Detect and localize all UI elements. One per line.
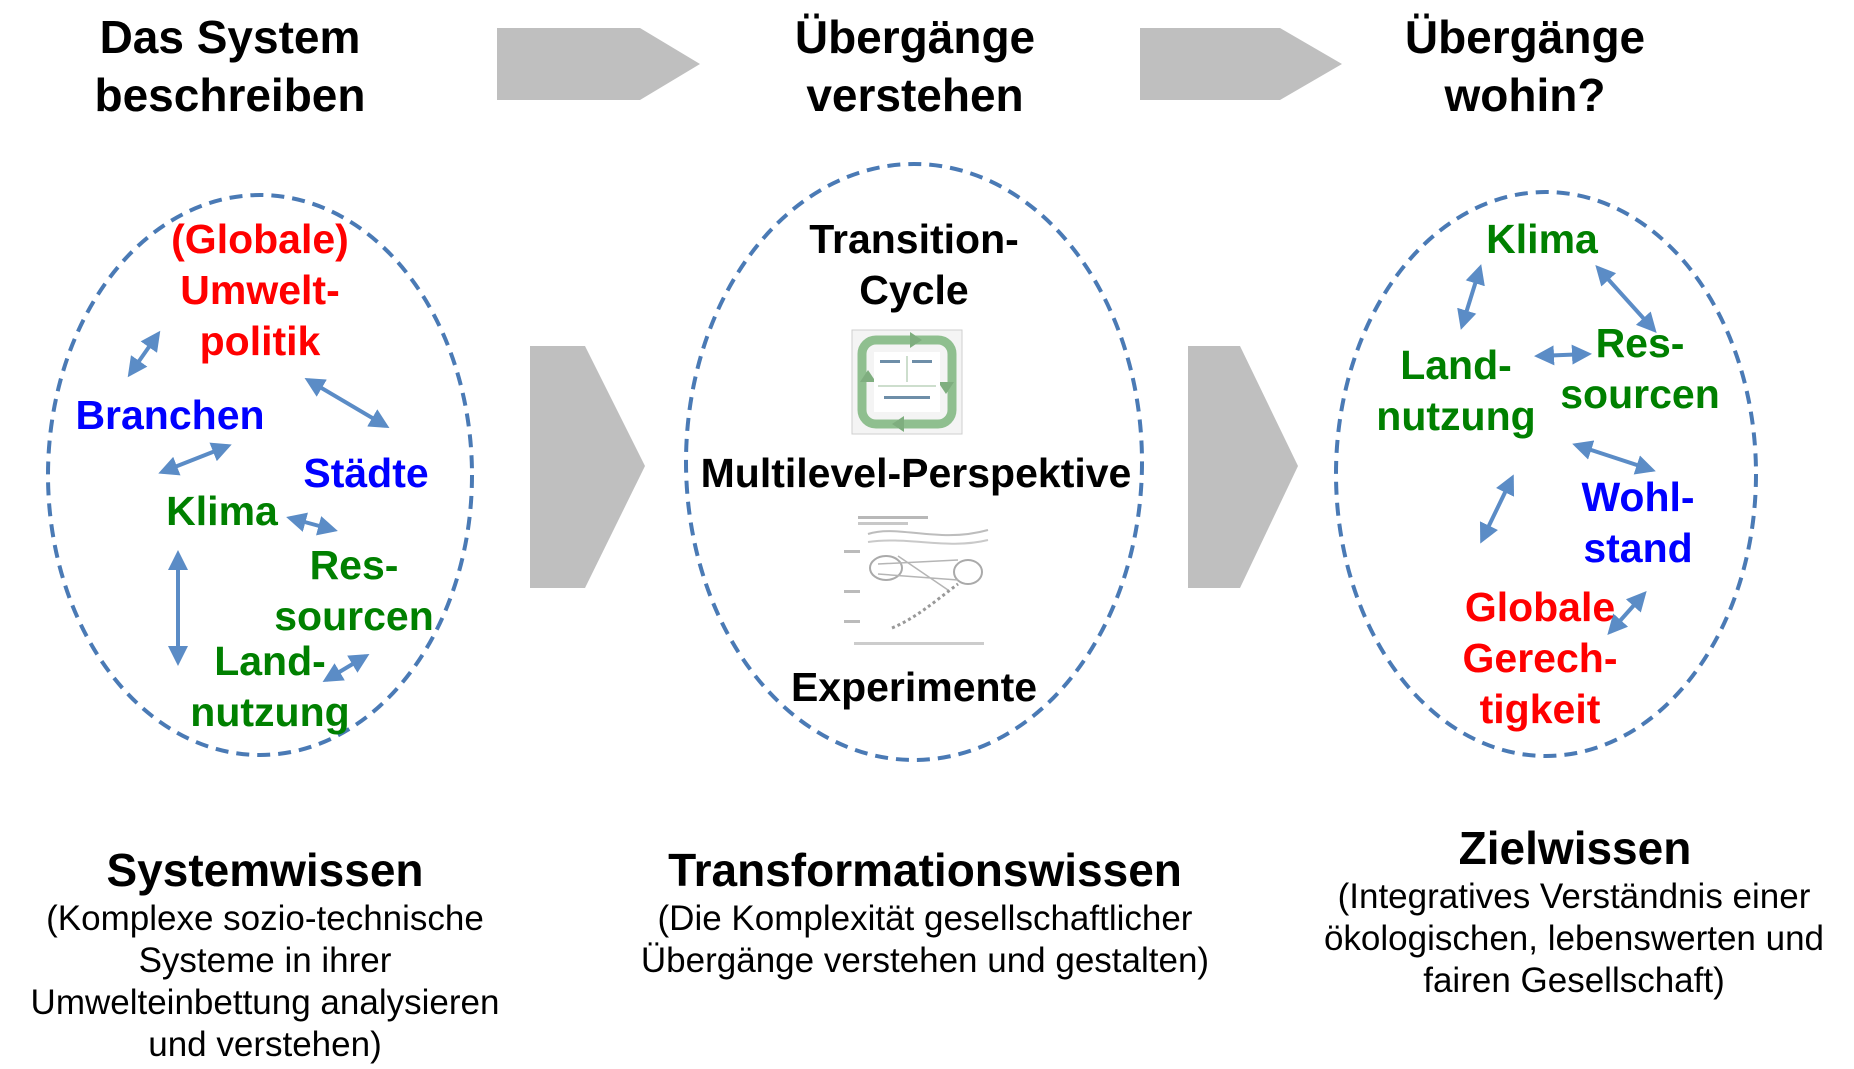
double-arrow <box>1534 344 1592 366</box>
double-arrow <box>1595 265 1657 333</box>
header-system-beschreiben: Das System beschreiben <box>94 11 366 121</box>
top-arrow-1 <box>497 28 700 100</box>
node-globale-umweltpolitik: (Globale) Umwelt- politik <box>171 216 349 364</box>
double-arrow <box>1572 440 1656 475</box>
double-arrow <box>322 653 370 683</box>
header-uebergaenge-verstehen: Übergänge verstehen <box>794 11 1036 121</box>
node-globale-gerechtigkeit: Globale Gerech- tigkeit <box>1462 584 1618 732</box>
footer-text-systemwissen: (Komplexe sozio-technische Systeme in ih… <box>30 899 500 1064</box>
double-arrow <box>1607 591 1647 635</box>
node-landnutzung: Land- nutzung <box>190 638 350 735</box>
item-multilevel-perspektive: Multilevel-Perspektive <box>700 450 1132 496</box>
ellipse-transformationswissen <box>684 162 1144 762</box>
footer-text-zielwissen: (Integratives Verständnis einer ökologis… <box>1323 877 1825 1000</box>
ellipse-systemwissen <box>46 193 474 757</box>
node-branchen: Branchen <box>75 392 265 438</box>
node-wohlstand: Wohl- stand <box>1581 474 1695 571</box>
transition-cycle-thumbnail <box>851 329 963 435</box>
ellipse-zielwissen <box>1334 190 1758 758</box>
node-ressourcen: Res- sourcen <box>274 542 434 639</box>
node-klima: Klima <box>166 488 278 534</box>
chevron-arrow-1 <box>530 346 645 588</box>
item-transition-cycle: Transition- Cycle <box>809 216 1019 313</box>
node-klima-right: Klima <box>1486 216 1598 262</box>
multilevel-perspective-thumbnail <box>838 510 998 650</box>
double-arrow <box>286 512 338 536</box>
node-landnutzung-right: Land- nutzung <box>1376 342 1536 439</box>
node-staedte: Städte <box>303 450 429 496</box>
footer-title-systemwissen: Systemwissen <box>106 844 424 896</box>
footer-title-transformationswissen: Transformationswissen <box>668 844 1182 896</box>
double-arrow <box>158 442 232 476</box>
top-arrow-2 <box>1140 28 1342 100</box>
node-ressourcen-right: Res- sourcen <box>1560 320 1720 417</box>
item-experimente: Experimente <box>790 664 1038 710</box>
header-uebergaenge-wohin: Übergänge wohin? <box>1404 11 1646 121</box>
chevron-arrow-2 <box>1188 346 1298 588</box>
double-arrow <box>304 377 390 429</box>
double-arrow <box>1479 474 1515 544</box>
double-arrow <box>1457 264 1485 330</box>
footer-title-zielwissen: Zielwissen <box>1458 822 1692 874</box>
footer-text-transformationswissen: (Die Komplexität gesellschaftlicher Über… <box>640 899 1210 980</box>
double-arrow <box>127 330 161 378</box>
